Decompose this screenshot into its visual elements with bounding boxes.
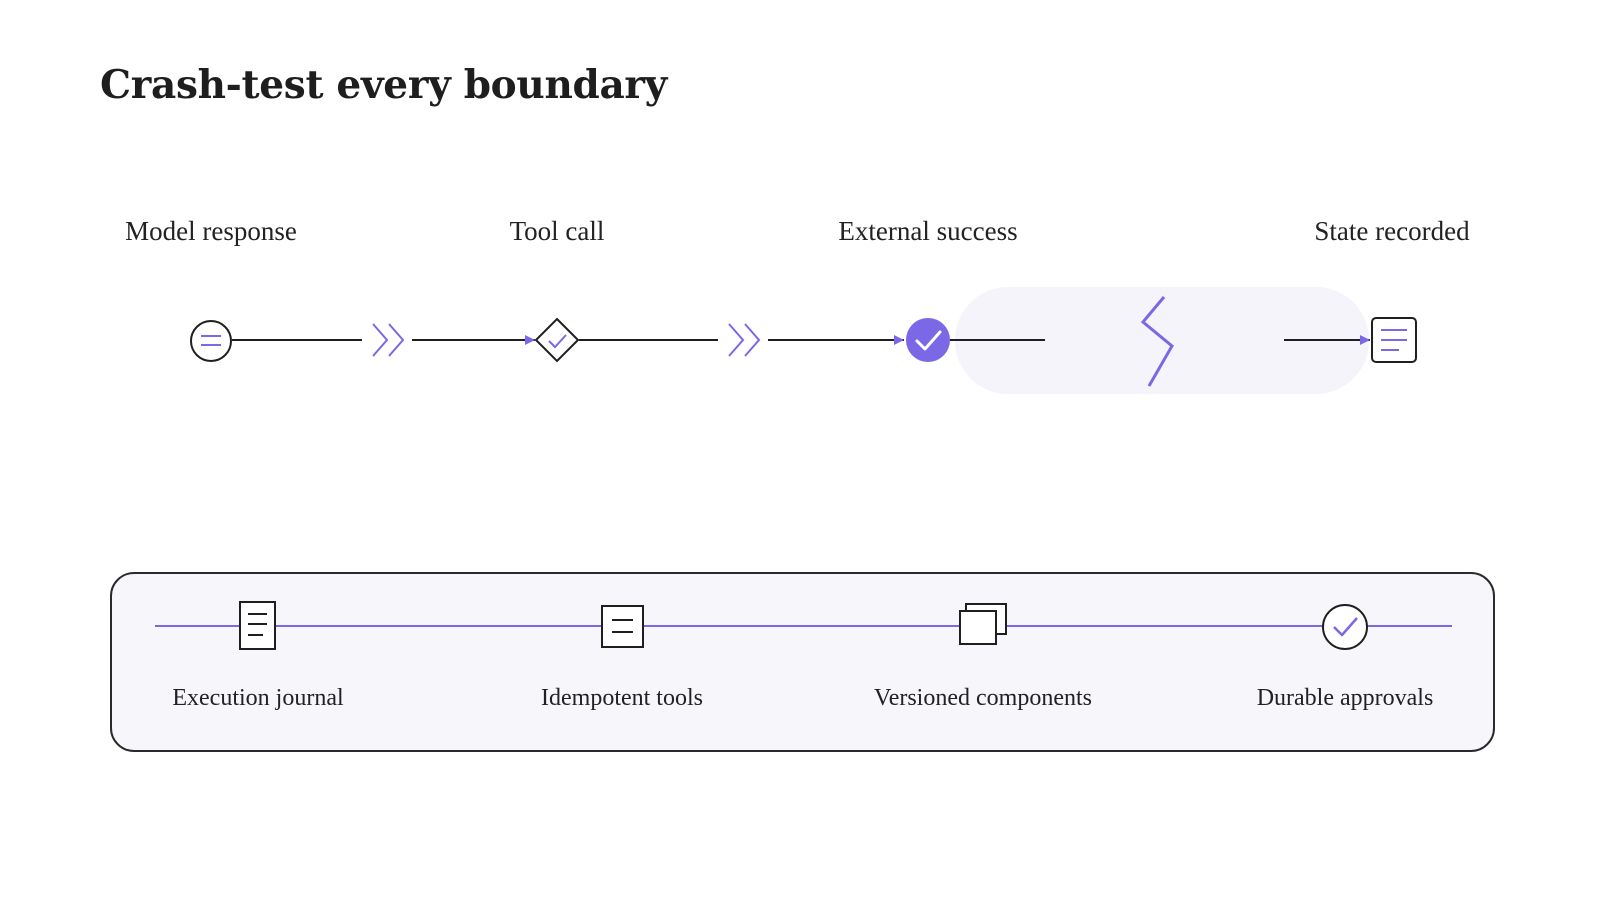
message-circle-icon <box>190 320 232 362</box>
step-label-model-response: Model response <box>125 216 297 246</box>
diamond-check-icon <box>534 317 580 363</box>
feature-label-versioned-components: Versioned components <box>874 685 1092 711</box>
feature-label-idempotent-tools: Idempotent tools <box>541 685 703 711</box>
check-circle-filled-icon <box>906 318 950 362</box>
double-chevron-icon <box>372 323 405 357</box>
step-label-tool-call: Tool call <box>509 216 605 246</box>
double-chevron-icon <box>728 323 761 357</box>
feature-label-durable-approvals: Durable approvals <box>1256 685 1434 711</box>
step-label-external-success: External success <box>838 216 1018 246</box>
crash-zone <box>955 287 1369 394</box>
page-title: Crash-test every boundary <box>100 62 668 108</box>
flow-diagram <box>190 287 1417 394</box>
document-lines-icon <box>1371 317 1417 363</box>
feature-label-execution-journal: Execution journal <box>172 685 344 711</box>
step-label-state-recorded: State recorded <box>1314 216 1470 246</box>
features-panel <box>110 572 1495 752</box>
lightning-break-icon <box>1140 296 1174 387</box>
